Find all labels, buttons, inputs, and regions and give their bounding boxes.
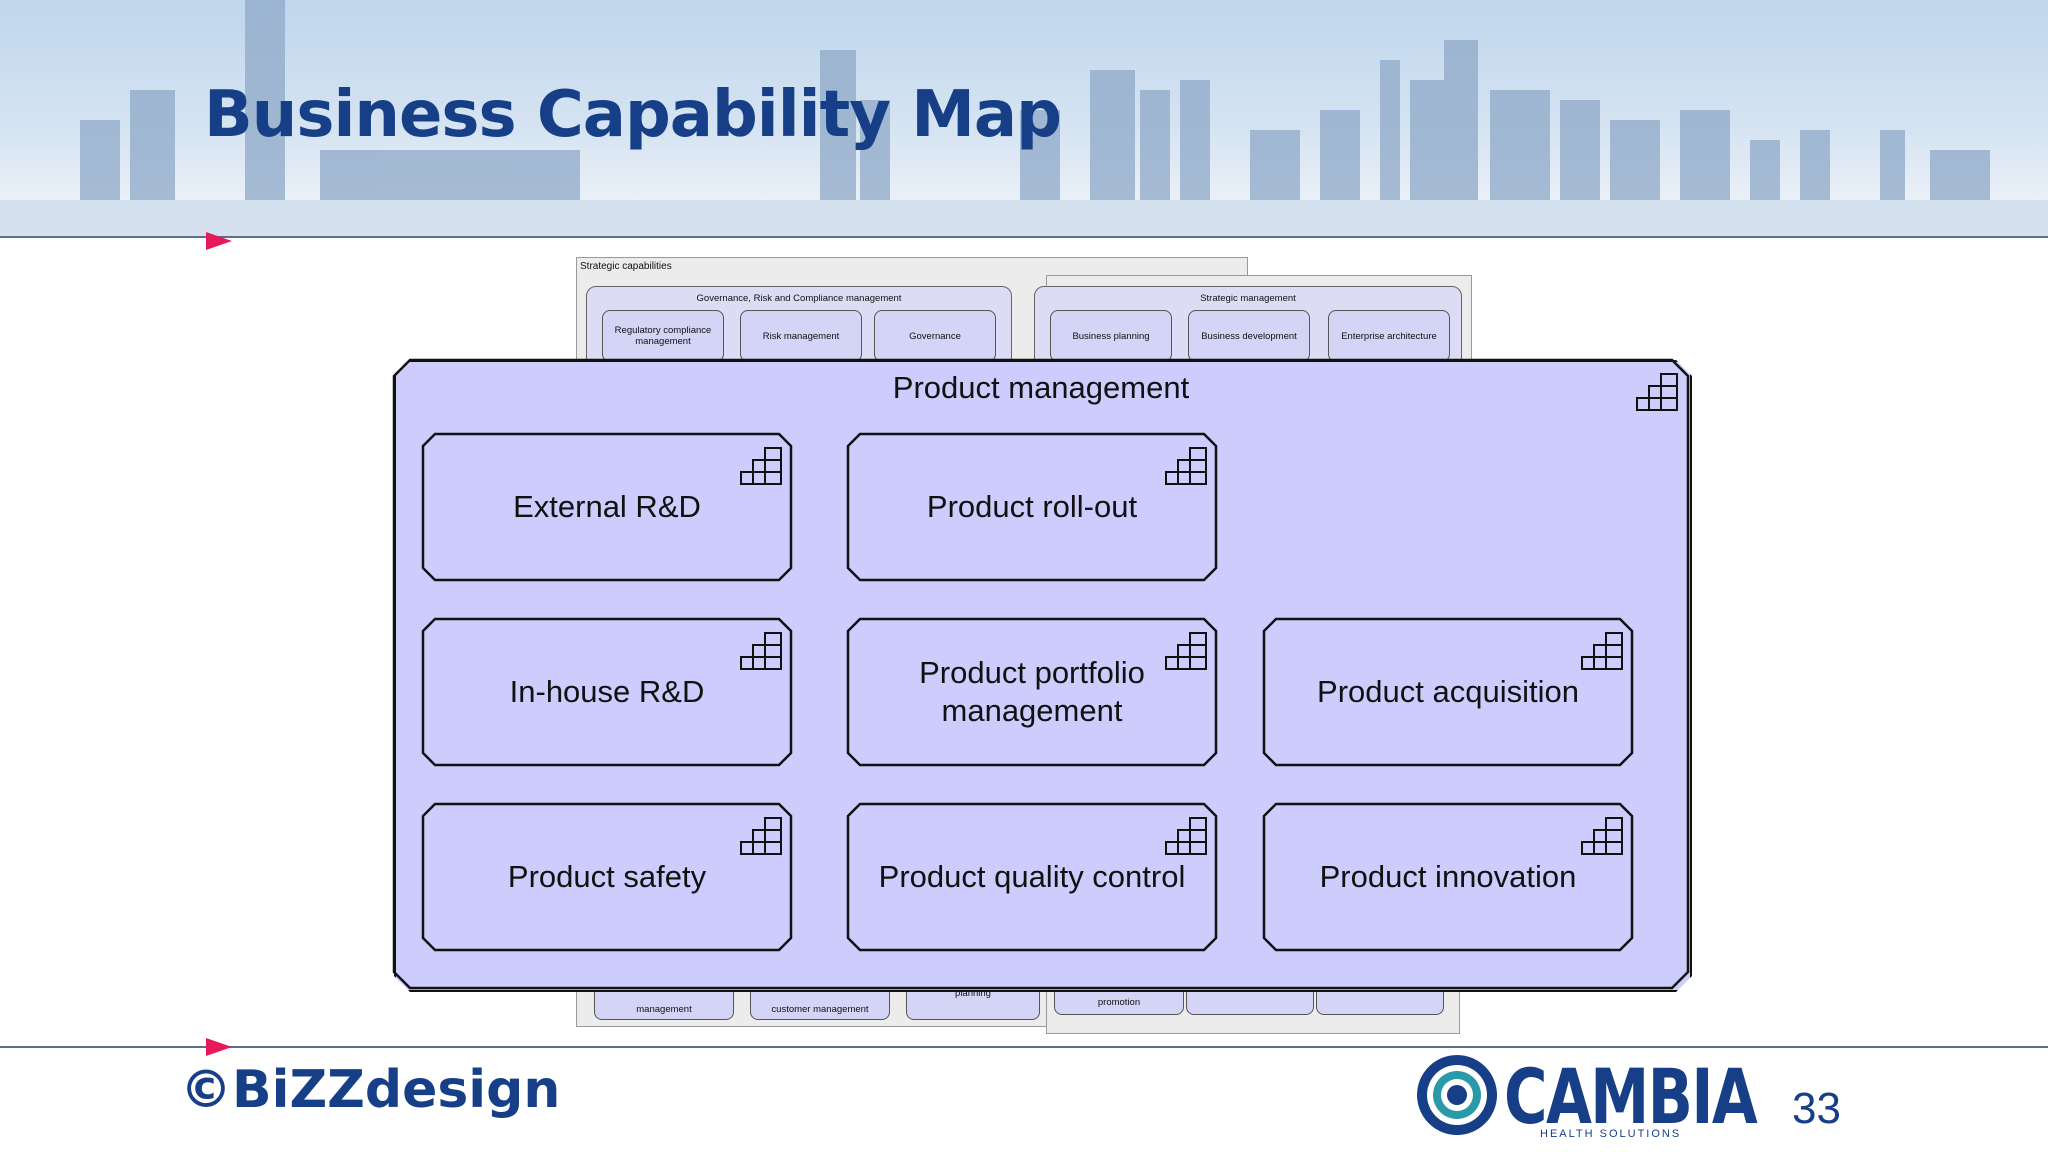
sheet-label: Strategic capabilities [580,261,672,272]
capability-box[interactable]: External R&D [421,432,793,582]
capability-icon [1164,627,1208,676]
capability-box[interactable]: Product portfolio management [846,617,1218,767]
cambia-tagline: HEALTH SOLUTIONS [1540,1128,1682,1140]
capability-icon [1580,627,1624,676]
capability-box[interactable]: Product quality control [846,802,1218,952]
capability-label: Product roll-out [926,489,1138,524]
mini-capability: Governance [874,310,996,362]
capability-label: Product innovation [1319,859,1577,894]
capability-label: In-house R&D [509,674,705,709]
mini-group-label: Governance, Risk and Compliance manageme… [696,293,902,304]
accent-arrow-icon [206,232,232,250]
capability-label: External R&D [513,489,701,524]
page-title: Business Capability Map [204,78,1062,152]
accent-arrow-icon [206,1038,232,1056]
skyline-banner [0,0,2048,238]
capability-box[interactable]: Product safety [421,802,793,952]
product-management-frame [392,358,1690,990]
skyline-image [0,0,2048,238]
cambia-logo-mark [1417,1055,1497,1135]
mini-capability: Business planning [1050,310,1172,362]
capability-box[interactable]: Product roll-out [846,432,1218,582]
capability-label: Product portfolio management [919,655,1145,728]
capability-label: Product safety [507,859,707,894]
mini-capability: Business development [1188,310,1310,362]
capability-icon [739,627,783,676]
mini-capability: Regulatory compliance management [602,310,724,362]
capability-icon [1636,373,1678,411]
capability-icon [739,812,783,861]
page-number: 33 [1792,1084,1841,1133]
capability-box[interactable]: In-house R&D [421,617,793,767]
capability-box[interactable]: Product acquisition [1262,617,1634,767]
capability-icon [1164,812,1208,861]
capability-icon [1580,812,1624,861]
mini-capability: Risk management [740,310,862,362]
product-management-label: Product management [892,370,1190,405]
capability-label: Product quality control [878,859,1186,894]
mini-group-label: Strategic management [1200,293,1296,304]
capability-icon [1164,442,1208,491]
footer-rule [0,1046,2048,1048]
capability-icon [739,442,783,491]
cambia-logo: CAMBIA [1504,1052,1758,1141]
mini-capability: Enterprise architecture [1328,310,1450,362]
capability-box[interactable]: Product innovation [1262,802,1634,952]
bizzdesign-logo: ©BiZZdesign [180,1060,561,1120]
capability-label: Product acquisition [1317,674,1579,709]
